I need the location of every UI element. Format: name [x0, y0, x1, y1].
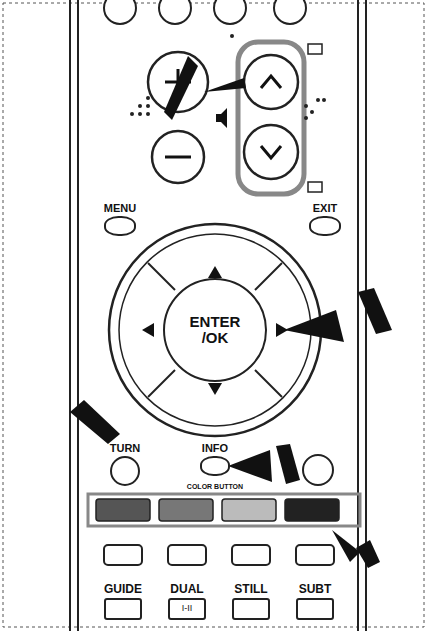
button-label: EXIT [313, 202, 337, 214]
button-label: DUAL [170, 583, 203, 596]
button-label: TURN [110, 442, 141, 454]
button-body [296, 598, 334, 620]
button-label: SUBT [299, 583, 332, 596]
button-label: STILL [234, 583, 267, 596]
still-button: STILL [230, 583, 272, 620]
caption-label: COLOR BUTTON [185, 483, 245, 490]
button-label: ENTER /OK [185, 314, 245, 347]
button-mark: I-II [182, 604, 193, 614]
small-buttons [104, 455, 334, 565]
button-body [232, 598, 270, 620]
color-highlight [88, 494, 360, 526]
mute-icon [216, 108, 227, 128]
button-body [104, 216, 136, 236]
button-body: I-II [168, 598, 206, 620]
button-label: MENU [104, 202, 136, 214]
exit-button: EXIT [307, 202, 343, 236]
button-label: GUIDE [104, 583, 142, 596]
enter-button: ENTER /OK [163, 278, 267, 382]
subt-button: SUBT [294, 583, 336, 620]
button-body [110, 456, 140, 486]
color-buttons [96, 499, 339, 521]
dots [130, 34, 326, 120]
button-label: INFO [202, 442, 228, 454]
dashed-frame [3, 3, 424, 627]
info-button: INFO [198, 442, 232, 476]
return-button: TURN [108, 442, 143, 486]
volume-channel-buttons [148, 52, 298, 183]
menu-button: MENU [102, 202, 138, 236]
pointer-arrows [70, 56, 392, 568]
guide-button: GUIDE [102, 583, 144, 620]
button-body [104, 598, 142, 620]
dual-button: DUAL I-II [166, 583, 208, 620]
button-body [309, 216, 341, 236]
channel-highlight [238, 42, 304, 194]
remote-body [70, 0, 366, 631]
button-body [200, 456, 230, 476]
top-buttons [104, 0, 306, 24]
channel-icons [308, 44, 322, 192]
